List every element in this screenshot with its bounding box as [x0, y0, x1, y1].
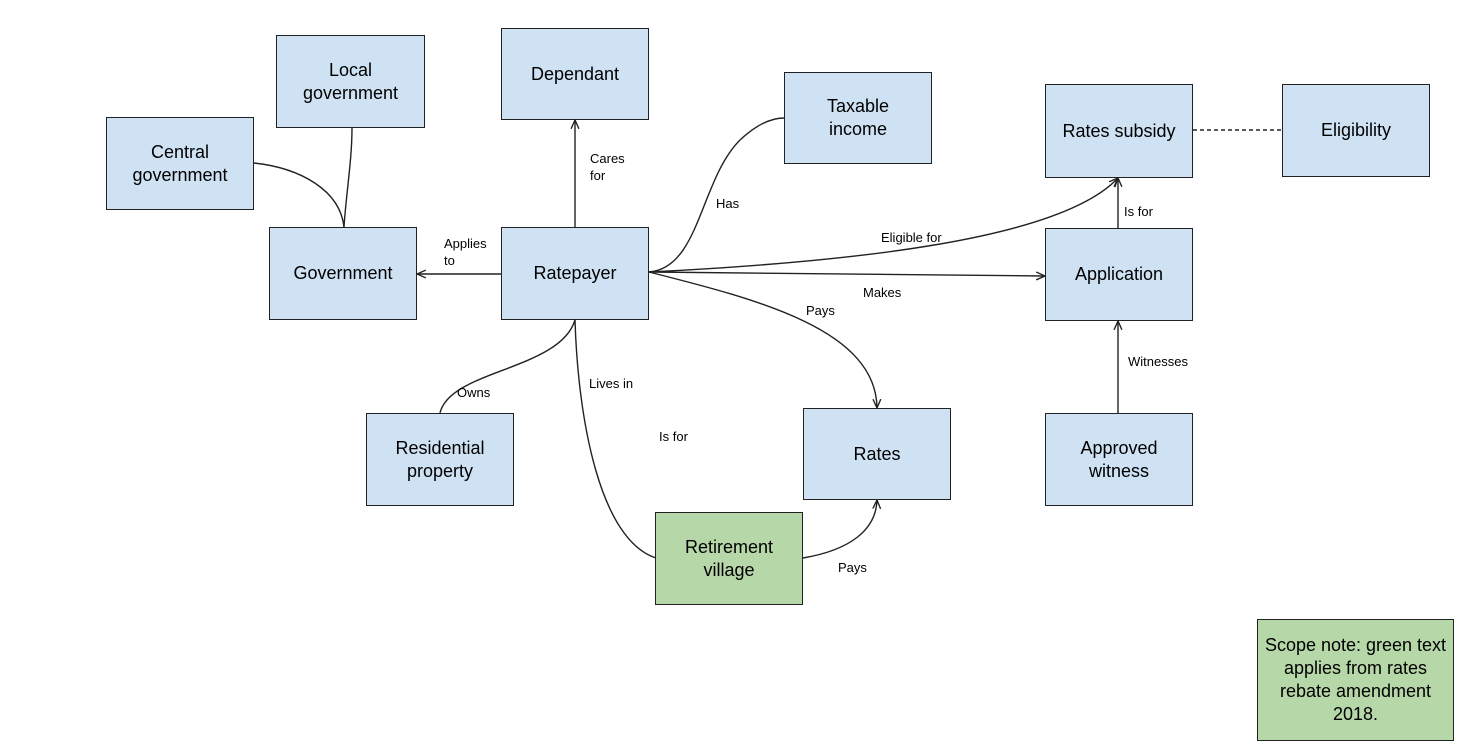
- edge-eligible-for: [648, 178, 1118, 273]
- node-taxable-income: Taxable income: [784, 72, 932, 164]
- node-rates: Rates: [803, 408, 951, 500]
- label-is-for-village: Is for: [659, 429, 688, 444]
- node-ratepayer: Ratepayer: [501, 227, 649, 320]
- edge-lives-in: [574, 319, 657, 559]
- scope-note: Scope note: green text applies from rate…: [1257, 619, 1454, 741]
- label-pays-village: Pays: [838, 560, 867, 575]
- node-application: Application: [1045, 228, 1193, 321]
- edge-has: [648, 117, 785, 273]
- edge-makes: [648, 271, 1045, 276]
- node-approved-witness: Approved witness: [1045, 413, 1193, 506]
- node-local-government: Local government: [276, 35, 425, 128]
- node-rates-subsidy: Rates subsidy: [1045, 84, 1193, 178]
- label-is-for-subsidy: Is for: [1124, 204, 1153, 219]
- label-lives-in: Lives in: [589, 376, 634, 391]
- label-witnesses: Witnesses: [1128, 354, 1188, 369]
- edge-central-government: [253, 162, 345, 228]
- edge-local-government: [343, 127, 353, 228]
- node-eligibility: Eligibility: [1282, 84, 1430, 177]
- label-owns: Owns: [457, 385, 491, 400]
- label-pays-ratepayer: Pays: [806, 303, 835, 318]
- node-central-government: Central government: [106, 117, 254, 210]
- node-government: Government: [269, 227, 417, 320]
- node-dependant: Dependant: [501, 28, 649, 120]
- edge-pays-ratepayer: [648, 271, 877, 408]
- label-eligible-for: Eligible for: [881, 230, 942, 245]
- label-has: Has: [716, 196, 740, 211]
- label-cares-for: Cares for: [590, 151, 625, 183]
- label-applies-to: Applies to: [444, 236, 487, 268]
- node-residential-property: Residential property: [366, 413, 514, 506]
- edge-owns: [439, 319, 576, 414]
- node-retirement-village: Retirement village: [655, 512, 803, 605]
- edge-pays-village: [802, 500, 877, 559]
- label-makes: Makes: [863, 285, 902, 300]
